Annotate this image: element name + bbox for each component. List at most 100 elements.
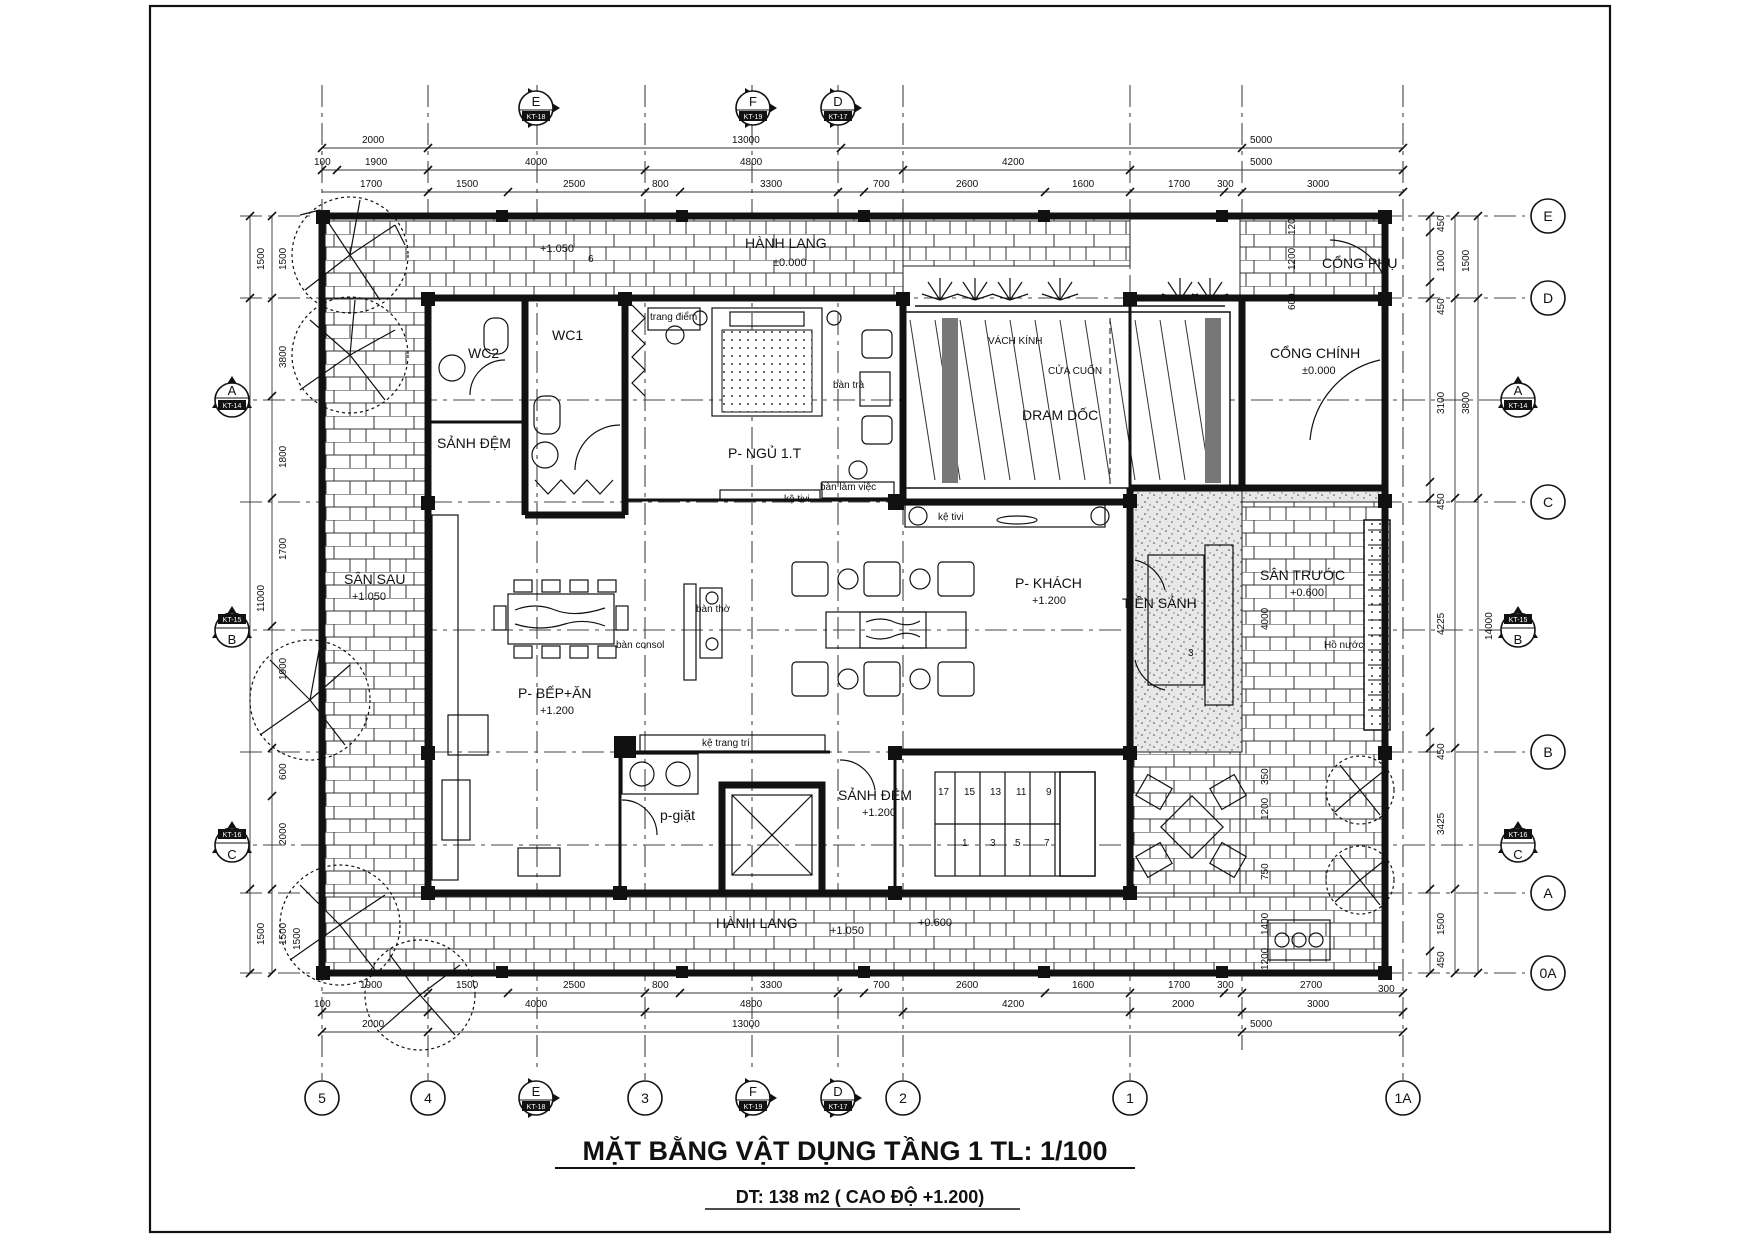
- dim-right-inner-i: 1500: [1436, 912, 1447, 935]
- misc-dim-5: 350: [1260, 768, 1271, 785]
- drawing-title: MẶT BẰNG VẬT DỤNG TẦNG 1 TL: 1/100: [582, 1135, 1107, 1166]
- washer-2: [665, 761, 691, 787]
- dim-bottom-1-b: 1500: [456, 980, 479, 991]
- dim-right-inner-d: 3100: [1436, 391, 1447, 414]
- dim-top-3-e: 3300: [760, 179, 783, 190]
- label-cong-phu: CỔNG PHỤ: [1322, 254, 1397, 271]
- section-marker-b-right: B KT-15: [1498, 606, 1538, 648]
- dim-top-3-f: 700: [873, 179, 890, 190]
- walls: [318, 212, 1389, 977]
- lobby-slab: [1147, 554, 1205, 686]
- section-e-top-letter: E: [532, 94, 541, 109]
- dim-bottom-1-c: 2500: [563, 980, 586, 991]
- living-lamp-1: [908, 506, 928, 526]
- elev-hanh-lang-bottom-b: +0.600: [918, 917, 952, 929]
- label-cong-chinh: CỔNG CHÍNH: [1270, 344, 1360, 361]
- label-hanh-lang-top: HÀNH LANG: [745, 235, 827, 251]
- section-f-top-letter: F: [749, 94, 757, 109]
- tree-bottom-left: [279, 864, 401, 986]
- grill-burner-2: [1291, 932, 1307, 948]
- elev-san-sau: +1.050: [352, 591, 386, 603]
- dimensions-left: 1500 11000 1500 1500 3800 1800 1700 1900…: [245, 211, 289, 978]
- wc1-door-swing: [574, 424, 621, 471]
- dim-bottom-1-g: 2600: [956, 980, 979, 991]
- label-p-khach: P- KHÁCH: [1015, 575, 1082, 591]
- label-ban-consol: bàn consol: [616, 640, 664, 651]
- grid-label-e: E: [1543, 208, 1552, 224]
- label-ke-tivi-living: kệ tivi: [938, 512, 964, 523]
- section-marker-e-top: E KT-18: [518, 88, 560, 128]
- dim-top-3-d: 800: [652, 179, 669, 190]
- stool: [665, 325, 685, 345]
- wc2-basin: [438, 354, 466, 382]
- section-f-bottom-letter: F: [749, 1084, 757, 1099]
- dim-left-inner-d: 1700: [278, 537, 289, 560]
- label-tien-sanh: TIỀN SẢNH: [1122, 595, 1197, 611]
- elev-hanh-lang-bottom-a: +1.050: [830, 925, 864, 937]
- tv-stand-living: [904, 504, 1106, 528]
- section-a-right-ref: KT-14: [1509, 403, 1528, 410]
- elev-san-truoc: +0.600: [1290, 587, 1324, 599]
- dim-bottom-2-a: 100: [314, 999, 331, 1010]
- label-p-bep-an: P- BẾP+ĂN: [518, 685, 592, 701]
- dim-bottom-1-d: 800: [652, 980, 669, 991]
- stair-step-5: 5: [1015, 838, 1021, 849]
- dining-table: [507, 593, 615, 645]
- dim-right-inner-e: 450: [1436, 493, 1447, 510]
- grid-label-d: D: [1543, 290, 1553, 306]
- section-b-right-ref: KT-15: [1509, 617, 1528, 624]
- grid-label-1a: 1A: [1394, 1090, 1412, 1106]
- dimensions-bottom: 1900 1500 2500 800 3300 700 2600 1600 17…: [314, 980, 1408, 1037]
- section-e-top-ref: KT-18: [527, 114, 546, 121]
- tree-left-upper: [291, 296, 409, 414]
- stair-step-3: 3: [990, 838, 996, 849]
- dim-left-inner-e: 1900: [278, 657, 289, 680]
- elev-hanh-lang-top-a: +1.050: [540, 243, 574, 255]
- dim-top-3-b: 1500: [456, 179, 479, 190]
- dim-top-3-j: 300: [1217, 179, 1234, 190]
- misc-dim-10: 1500: [292, 927, 303, 950]
- misc-dim-11: 300: [1378, 984, 1395, 995]
- section-marker-b-left: B KT-15: [212, 606, 252, 648]
- dim-bottom-1-e: 3300: [760, 980, 783, 991]
- washing-machines: [621, 753, 699, 795]
- dimensions-top: 2000 13000 5000 100 1900 4000 4800 4200 …: [314, 135, 1408, 197]
- decor-shelf: [639, 734, 826, 752]
- stair-step-1: 1: [962, 838, 968, 849]
- console-table: [699, 587, 723, 659]
- section-marker-f-top: F KT-19: [735, 88, 777, 128]
- grid-label-0a: 0A: [1539, 965, 1557, 981]
- section-marker-e-bottom: E KT-18: [518, 1078, 560, 1118]
- label-wc2: WC2: [468, 345, 499, 361]
- dim-right-outer-a: 1500: [1461, 249, 1472, 272]
- main-gate-swing: [1309, 359, 1381, 441]
- dim-top-2-d: 4800: [740, 157, 763, 168]
- tea-chair-1: [861, 329, 893, 359]
- planter-plants: [921, 278, 1229, 301]
- label-cua-cuon: CỬA CUỐN: [1048, 363, 1102, 377]
- desk-chair: [848, 460, 868, 480]
- dim-right-inner-h: 3425: [1436, 812, 1447, 835]
- dining-table-grain: [514, 605, 606, 629]
- wardrobe-wc: [534, 479, 614, 495]
- dim-right-inner-j: 450: [1436, 951, 1447, 968]
- ramp-groove-left: [942, 318, 958, 483]
- label-p-giat: p-giặt: [660, 807, 695, 823]
- dim-right-inner-g: 450: [1436, 743, 1447, 760]
- label-ho-nuoc: Hồ nước: [1324, 639, 1363, 651]
- kitchen-counter: [431, 514, 459, 881]
- misc-dim-2: 1200: [1287, 212, 1298, 235]
- stair-step-17: 17: [938, 787, 950, 798]
- label-san-truoc: SÂN TRƯỚC: [1260, 567, 1345, 583]
- misc-dim-9: 1200: [1260, 947, 1271, 970]
- dim-left-outer-a: 1500: [256, 247, 267, 270]
- dim-top-1-b: 13000: [732, 135, 760, 146]
- dim-left-outer-c: 1500: [256, 922, 267, 945]
- fridge: [447, 714, 489, 756]
- tree-left-middle: [249, 639, 371, 761]
- tree-top-left: [291, 196, 409, 314]
- grid-label-4: 4: [424, 1090, 432, 1106]
- dim-top-2-a: 100: [314, 157, 331, 168]
- dim-bottom-2-d: 4200: [1002, 999, 1025, 1010]
